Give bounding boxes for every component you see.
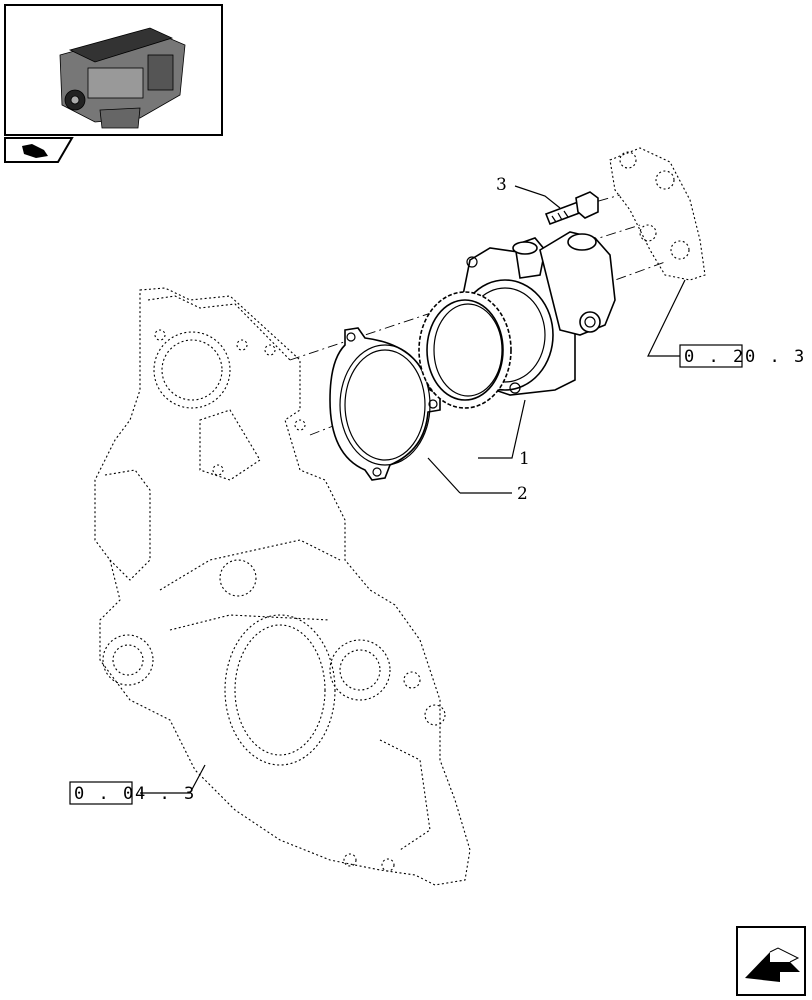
upper-ref-tail-text: 0 . 3 — [745, 347, 806, 367]
leader-lines — [140, 185, 686, 794]
lower-reference-label[interactable]: 0 . 0 4 . 3 — [69, 781, 196, 805]
callout-1: 1 — [519, 449, 530, 469]
bolt-part — [544, 191, 599, 226]
upper-ref-boxed-text: 0 . 2 — [684, 347, 745, 367]
lower-ref-tail-text: 4 . 3 — [135, 784, 196, 804]
gasket-part — [329, 327, 441, 481]
timing-cover-outline — [94, 287, 471, 886]
support-bracket-outline — [609, 147, 706, 281]
next-page-arrow-icon[interactable] — [736, 926, 806, 996]
upper-reference-label[interactable]: 0 . 2 0 . 3 — [679, 344, 806, 368]
pump-assembly-part — [418, 231, 616, 409]
drive-gear — [418, 291, 512, 409]
callout-3: 3 — [496, 175, 507, 195]
callout-2: 2 — [517, 484, 528, 504]
engine-thumbnail-icon[interactable] — [4, 4, 223, 136]
lower-ref-boxed-text: 0 . 0 — [74, 784, 135, 804]
hand-pointer-icon[interactable] — [4, 137, 74, 163]
